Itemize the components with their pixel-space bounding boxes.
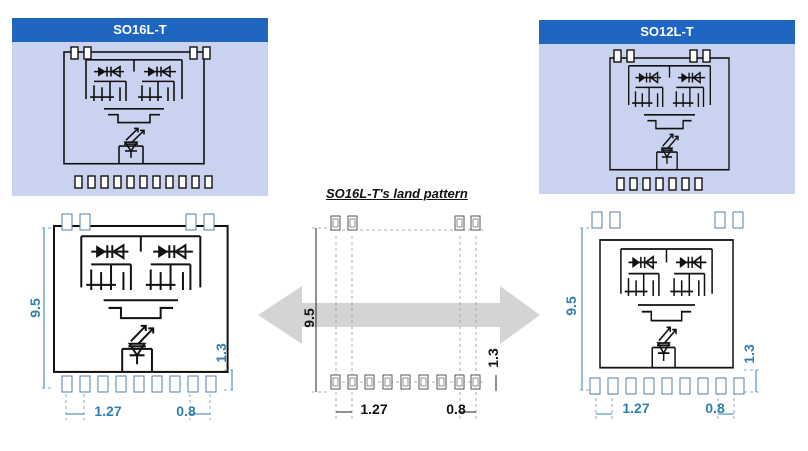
- so12l-t-top-schematic: [609, 49, 730, 191]
- header-so16l-t: SO16L-T: [12, 18, 268, 42]
- so16l-t-footprint: 9.5 1.27 0.8 1.3: [27, 213, 236, 420]
- right-pitch-dim: 1.27: [622, 400, 649, 416]
- land-pattern-caption: SO16L-T's land pattern: [326, 186, 468, 201]
- so16l-t-schematic-card: [12, 42, 268, 196]
- left-pad-width-dim: 0.8: [176, 403, 196, 419]
- left-height-dim: 9.5: [27, 298, 43, 318]
- right-pad-width-dim: 0.8: [705, 400, 725, 416]
- right-height-dim: 9.5: [563, 296, 579, 316]
- double-arrow: [258, 286, 540, 344]
- left-pitch-dim: 1.27: [94, 403, 121, 419]
- so16l-t-top-schematic: [63, 46, 213, 189]
- land-pad-width-dim: 0.8: [446, 401, 466, 417]
- land-height-dim: 9.5: [301, 308, 317, 328]
- land-pattern: 9.5 1.27 0.8 1.3: [301, 215, 501, 420]
- right-pad-length-dim: 1.3: [741, 344, 757, 364]
- land-pitch-dim: 1.27: [360, 401, 387, 417]
- header-so12l-t: SO12L-T: [539, 20, 795, 44]
- land-pad-length-dim: 1.3: [485, 348, 501, 368]
- left-pad-length-dim: 1.3: [213, 343, 229, 363]
- so12l-t-footprint: 9.5 1.27 0.8 1.3: [563, 211, 760, 420]
